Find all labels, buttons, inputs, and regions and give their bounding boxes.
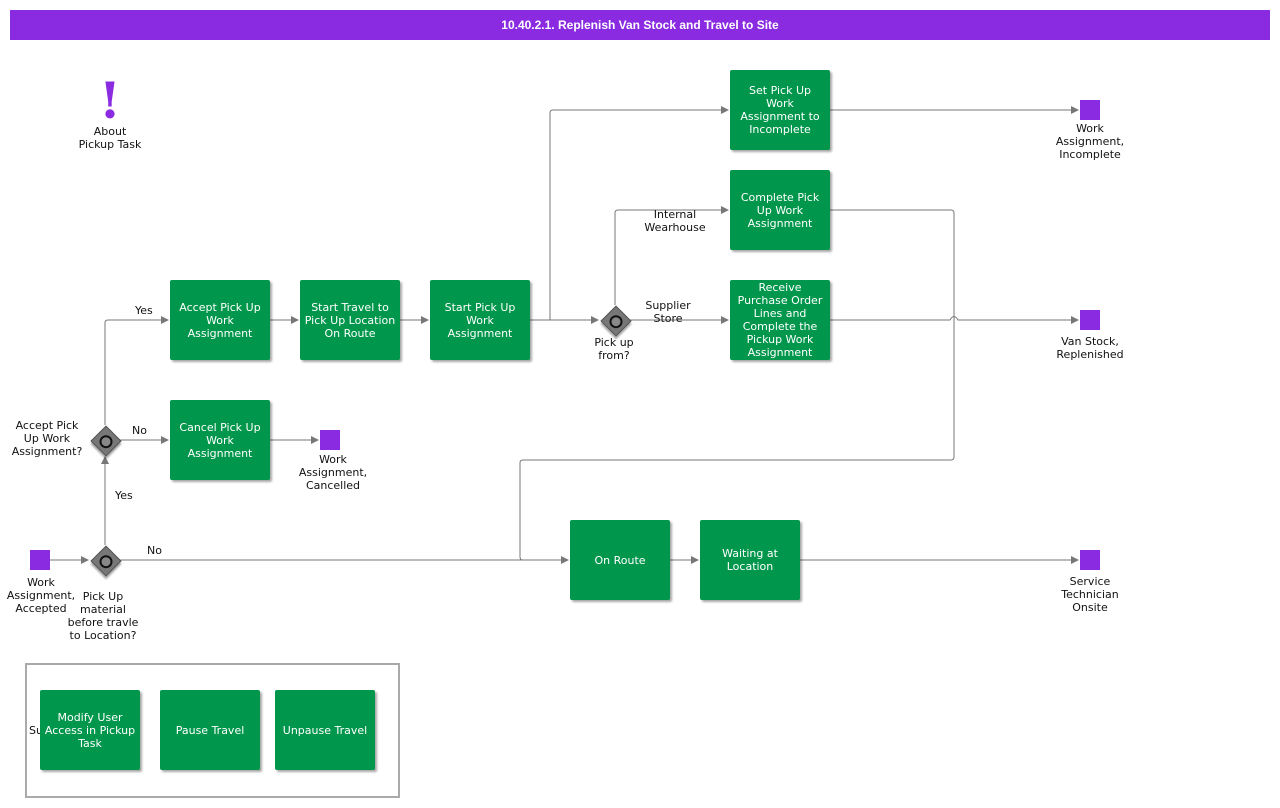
- subprocess-group: [25, 663, 400, 798]
- task-set-incomplete[interactable]: Set Pick Up Work Assignment to Incomplet…: [730, 70, 830, 150]
- flow-label-no-accept: No: [132, 424, 147, 437]
- flow-label-supplier: Supplier Store: [645, 299, 691, 325]
- gateway-pickup-before-label: Pick Up material before travle to Locati…: [67, 590, 139, 642]
- end-event-replenished-label: Van Stock, Replenished: [1056, 335, 1124, 361]
- gateway-accept-label: Accept Pick Up Work Assignment?: [11, 419, 83, 458]
- hidden-group-text: Su: [29, 724, 43, 737]
- annotation-label: About Pickup Task: [78, 125, 142, 151]
- flow-label-internal: Internal Wearhouse: [644, 208, 706, 234]
- end-event-replenished[interactable]: [1080, 310, 1100, 330]
- flow-internal: [614, 206, 729, 305]
- flow-label-no-pickup: No: [147, 544, 162, 557]
- end-event-incomplete-label: Work Assignment, Incomplete: [1055, 122, 1125, 161]
- start-event-label: Work Assignment, Accepted: [6, 576, 76, 615]
- exclamation-icon: !: [99, 71, 121, 130]
- task-waiting-location[interactable]: Waiting at Location: [700, 520, 800, 600]
- flow-yes-accept: [104, 316, 169, 425]
- task-unpause-travel[interactable]: Unpause Travel: [275, 690, 375, 770]
- task-receive-po[interactable]: Receive Purchase Order Lines and Complet…: [730, 280, 830, 360]
- diagram-title: 10.40.2.1. Replenish Van Stock and Trave…: [10, 10, 1270, 40]
- start-event-accepted[interactable]: [30, 550, 50, 570]
- task-on-route[interactable]: On Route: [570, 520, 670, 600]
- flow-complete-to-onroute: [519, 209, 955, 561]
- flow-label-yes-pickup: Yes: [115, 489, 133, 502]
- task-accept-pickup[interactable]: Accept Pick Up Work Assignment: [170, 280, 270, 360]
- task-start-travel-pickup[interactable]: Start Travel to Pick Up Location On Rout…: [300, 280, 400, 360]
- flow-startpickup-to-incomplete: [549, 106, 729, 320]
- end-event-cancelled[interactable]: [320, 430, 340, 450]
- flow-label-yes-accept: Yes: [135, 304, 153, 317]
- end-event-onsite-label: Service Technician Onsite: [1061, 575, 1119, 614]
- end-event-onsite[interactable]: [1080, 550, 1100, 570]
- task-modify-user-access[interactable]: Modify User Access in Pickup Task: [40, 690, 140, 770]
- end-event-incomplete[interactable]: [1080, 100, 1100, 120]
- end-event-cancelled-label: Work Assignment, Cancelled: [298, 453, 368, 492]
- task-complete-pickup[interactable]: Complete Pick Up Work Assignment: [730, 170, 830, 250]
- task-start-pickup[interactable]: Start Pick Up Work Assignment: [430, 280, 530, 360]
- task-pause-travel[interactable]: Pause Travel: [160, 690, 260, 770]
- task-cancel-pickup[interactable]: Cancel Pick Up Work Assignment: [170, 400, 270, 480]
- gateway-pickup-from-label: Pick up from?: [594, 336, 634, 362]
